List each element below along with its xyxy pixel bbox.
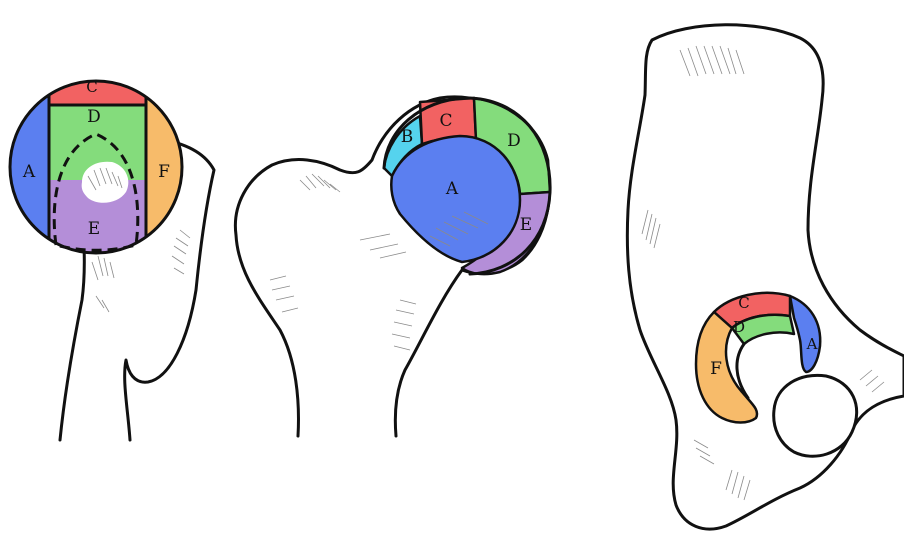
fig1-label-A: A: [22, 162, 36, 182]
fig3-pelvis-outline: [627, 25, 904, 529]
figure-3-acetabulum-lateral-view: C D A F: [627, 25, 904, 529]
fig2-label-D: D: [507, 131, 521, 151]
fig1-label-E: E: [88, 219, 100, 239]
fig2-label-E: E: [520, 215, 532, 235]
figure-1-femoral-head-face-view: C D A F E: [8, 78, 214, 440]
fig3-label-F: F: [710, 359, 722, 379]
fig3-label-D: D: [733, 318, 745, 336]
fig2-label-B: B: [401, 127, 414, 147]
fig2-label-A: A: [445, 179, 459, 199]
figure-2-proximal-femur-oblique-view: B C D A E: [235, 97, 550, 436]
fig3-label-C: C: [738, 294, 749, 312]
fig3-label-A: A: [806, 335, 818, 353]
fig1-label-D: D: [87, 107, 101, 127]
fig1-label-C: C: [86, 78, 97, 96]
fig3-obturator-foramen: [774, 375, 857, 456]
fig1-label-F: F: [158, 162, 170, 182]
fig2-label-C: C: [439, 111, 452, 131]
